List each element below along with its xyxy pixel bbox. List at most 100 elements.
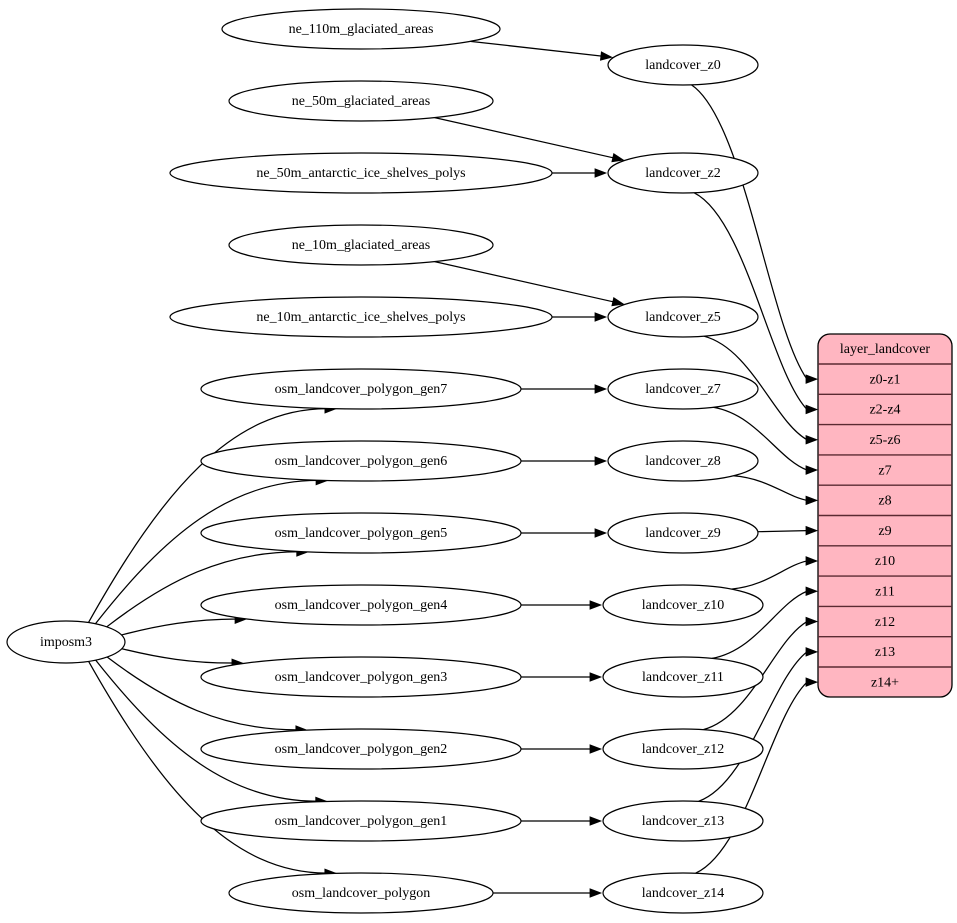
edge-arrowhead xyxy=(594,312,608,322)
edge-imposm3-to-source xyxy=(121,648,234,664)
graph-node-landcover_z5[interactable]: landcover_z5 xyxy=(607,296,759,338)
node-label: landcover_z8 xyxy=(645,454,720,469)
node-label: landcover_z14 xyxy=(642,886,724,901)
edge-arrowhead xyxy=(594,384,608,394)
node-label: osm_landcover_polygon_gen1 xyxy=(275,814,448,829)
edge-arrowhead xyxy=(805,374,819,384)
graph-node-landcover_z12[interactable]: landcover_z12 xyxy=(602,728,764,770)
table-row-label: z14+ xyxy=(871,675,899,690)
edge-arrowhead xyxy=(589,744,603,754)
edge-imposm3-to-source xyxy=(87,407,327,623)
graph-node-ne_10m_glaciated_areas[interactable]: ne_10m_glaciated_areas xyxy=(228,224,494,266)
edge-source-to-layer xyxy=(434,116,614,159)
edge-arrowhead xyxy=(594,528,608,538)
node-label: landcover_z7 xyxy=(645,382,720,397)
edge-arrowhead xyxy=(589,600,603,610)
node-ellipse xyxy=(228,872,494,914)
node-label: osm_landcover_polygon_gen3 xyxy=(275,670,448,685)
graph-node-ne_10m_antarctic_ice_shelves_polys[interactable]: ne_10m_antarctic_ice_shelves_polys xyxy=(169,296,553,338)
node-ellipse xyxy=(607,440,759,482)
node-label: ne_10m_glaciated_areas xyxy=(292,238,430,253)
graph-node-landcover_z14[interactable]: landcover_z14 xyxy=(602,872,764,914)
node-label: osm_landcover_polygon_gen5 xyxy=(275,526,448,541)
node-layer: ne_110m_glaciated_areas ne_50m_glaciated_… xyxy=(6,8,764,914)
graph-node-imposm3[interactable]: imposm3 xyxy=(6,620,126,664)
graph-node-landcover_z11[interactable]: landcover_z11 xyxy=(602,656,764,698)
node-ellipse xyxy=(602,584,764,626)
node-label: landcover_z2 xyxy=(645,166,720,181)
node-ellipse xyxy=(607,368,759,410)
layer-landcover-table[interactable]: layer_landcoverz0-z1z2-z4z5-z6z7z8z9z10z… xyxy=(817,333,953,698)
graph-node-landcover_z8[interactable]: landcover_z8 xyxy=(607,440,759,482)
node-label: osm_landcover_polygon_gen7 xyxy=(275,382,448,397)
edge-imposm3-to-source xyxy=(106,551,299,628)
edge-arrowhead xyxy=(805,404,819,415)
edge-arrowhead xyxy=(805,556,819,566)
edge-arrowhead xyxy=(594,168,608,178)
node-label: landcover_z13 xyxy=(642,814,724,829)
node-label: ne_110m_glaciated_areas xyxy=(289,22,434,37)
graph-node-landcover_z10[interactable]: landcover_z10 xyxy=(602,584,764,626)
edge-imposm3-to-source xyxy=(121,618,238,636)
node-label: ne_50m_glaciated_areas xyxy=(292,94,430,109)
node-label: osm_landcover_polygon_gen4 xyxy=(275,598,448,613)
graph-node-osm_landcover_polygon_gen7[interactable]: osm_landcover_polygon_gen7 xyxy=(200,368,522,410)
node-ellipse xyxy=(169,152,553,194)
edge-arrowhead xyxy=(805,586,819,597)
edge-to-table-row xyxy=(695,681,808,874)
graph-node-landcover_z0[interactable]: landcover_z0 xyxy=(607,44,759,86)
node-label: landcover_z12 xyxy=(642,742,724,757)
node-label: landcover_z11 xyxy=(642,670,724,685)
table-row-label: z10 xyxy=(875,554,895,569)
edge-to-table-row xyxy=(733,475,808,501)
node-ellipse xyxy=(602,872,764,914)
graph-node-landcover_z9[interactable]: landcover_z9 xyxy=(607,512,759,554)
edge-arrowhead xyxy=(805,495,819,506)
table-row-label: z11 xyxy=(875,584,895,599)
graph-node-osm_landcover_polygon_gen5[interactable]: osm_landcover_polygon_gen5 xyxy=(200,512,522,554)
node-ellipse xyxy=(228,224,494,266)
table-row-label: z5-z6 xyxy=(869,433,900,448)
edge-to-table-row xyxy=(757,530,808,533)
node-label: ne_50m_antarctic_ice_shelves_polys xyxy=(256,166,465,181)
node-label: landcover_z5 xyxy=(645,310,720,325)
node-ellipse xyxy=(607,152,759,194)
edge-to-table-row xyxy=(713,406,808,471)
node-ellipse xyxy=(228,80,494,122)
graph-node-osm_landcover_polygon_gen2[interactable]: osm_landcover_polygon_gen2 xyxy=(200,728,522,770)
graph-node-osm_landcover_polygon[interactable]: osm_landcover_polygon xyxy=(228,872,494,914)
graph-node-osm_landcover_polygon_gen3[interactable]: osm_landcover_polygon_gen3 xyxy=(200,656,522,698)
graph-node-landcover_z13[interactable]: landcover_z13 xyxy=(602,800,764,842)
node-ellipse xyxy=(607,512,759,554)
node-ellipse xyxy=(602,728,764,770)
graph-node-ne_50m_glaciated_areas[interactable]: ne_50m_glaciated_areas xyxy=(228,80,494,122)
edge-to-table-row xyxy=(703,335,808,441)
edge-imposm3-to-source xyxy=(95,659,318,802)
edge-to-table-row xyxy=(711,590,808,659)
edge-to-table-row xyxy=(693,192,808,410)
node-label: landcover_z9 xyxy=(645,526,720,541)
edge-arrowhead xyxy=(611,152,625,163)
node-label: osm_landcover_polygon xyxy=(292,886,430,901)
graph-node-landcover_z7[interactable]: landcover_z7 xyxy=(607,368,759,410)
graph-node-landcover_z2[interactable]: landcover_z2 xyxy=(607,152,759,194)
graph-node-osm_landcover_polygon_gen4[interactable]: osm_landcover_polygon_gen4 xyxy=(200,584,522,626)
table-row-label: z8 xyxy=(878,494,891,509)
edge-arrowhead xyxy=(611,296,625,307)
edge-to-table-row xyxy=(698,651,808,802)
edge-to-table-row xyxy=(691,84,808,380)
node-ellipse xyxy=(602,656,764,698)
node-label: landcover_z10 xyxy=(642,598,724,613)
table-row-label: z2-z4 xyxy=(869,403,900,418)
graph-node-ne_110m_glaciated_areas[interactable]: ne_110m_glaciated_areas xyxy=(221,8,501,50)
node-label: osm_landcover_polygon_gen2 xyxy=(275,742,448,757)
graph-node-osm_landcover_polygon_gen6[interactable]: osm_landcover_polygon_gen6 xyxy=(200,440,522,482)
graph-node-ne_50m_antarctic_ice_shelves_polys[interactable]: ne_50m_antarctic_ice_shelves_polys xyxy=(169,152,553,194)
node-ellipse xyxy=(200,800,522,842)
edge-arrowhead xyxy=(805,647,819,657)
table-row-label: z9 xyxy=(878,524,891,539)
edge-imposm3-to-source xyxy=(94,479,319,625)
node-ellipse xyxy=(607,296,759,338)
graph-node-osm_landcover_polygon_gen1[interactable]: osm_landcover_polygon_gen1 xyxy=(200,800,522,842)
